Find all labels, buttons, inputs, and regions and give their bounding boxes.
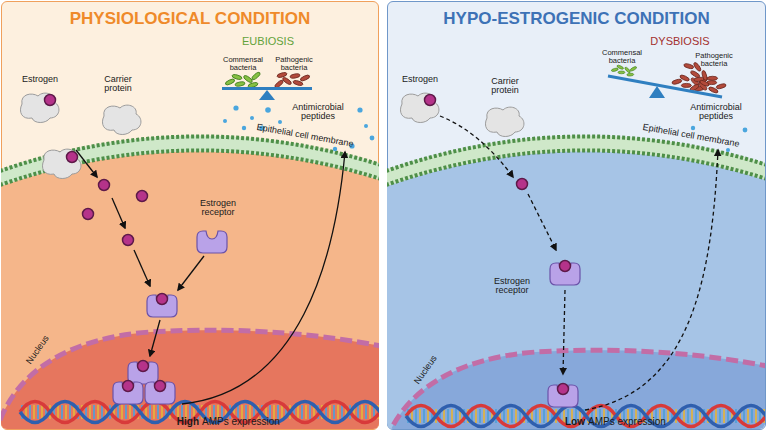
annotation-label: Carrier protein — [96, 75, 140, 94]
annotation-label: High — [177, 417, 199, 428]
annotation-label: Commensal bacteria — [221, 56, 265, 72]
annotation-label: Estrogen — [22, 75, 58, 84]
condition-panel: PHYSIOLOGICAL CONDITION — [1, 1, 379, 430]
annotation-label: DYSBIOSIS — [650, 36, 709, 48]
annotation-label: Commensal bacteria — [600, 49, 644, 65]
annotation-label: AMPs expression — [202, 417, 280, 428]
annotation-label: EUBIOSIS — [242, 36, 294, 48]
annotation-label: Estrogen receptor — [193, 199, 243, 218]
annotation-label: Pathogenic bacteria — [692, 52, 736, 68]
annotation-label: AMPs expression — [588, 417, 666, 428]
panel-heading: HYPO-ESTROGENIC CONDITION — [388, 9, 765, 29]
annotation-label: Antimicrobial peptides — [286, 103, 350, 122]
annotation-label: Estrogen — [402, 75, 438, 84]
annotation-label: Estrogen receptor — [487, 277, 537, 296]
annotation-label: Pathogenic bacteria — [272, 56, 316, 72]
panel-heading: PHYSIOLOGICAL CONDITION — [2, 9, 378, 29]
annotation-label: Carrier protein — [483, 77, 527, 96]
annotation-label: Antimicrobial peptides — [684, 103, 748, 122]
annotation-label: Low — [565, 417, 585, 428]
